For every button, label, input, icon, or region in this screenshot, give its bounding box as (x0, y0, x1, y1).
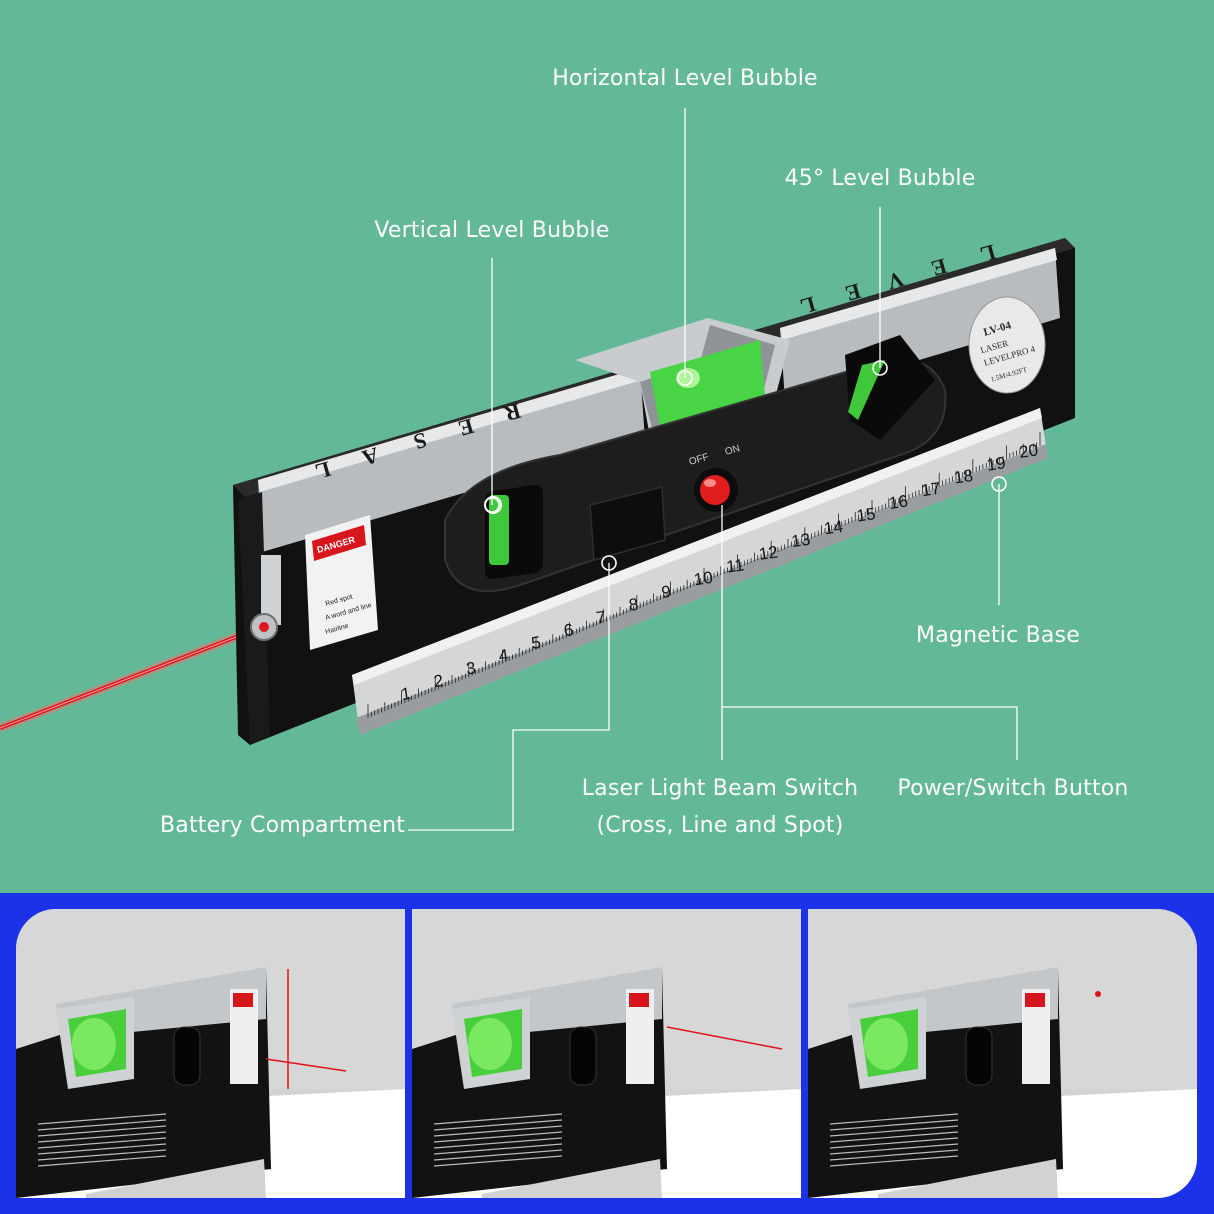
device-letter: E (843, 278, 864, 306)
device-letter: E (929, 253, 950, 281)
device-body (412, 969, 667, 1198)
ruler-ticks (367, 432, 1041, 718)
device-letter: L (313, 456, 334, 484)
device-letter: E (456, 413, 477, 441)
ruler-number: 6 (563, 620, 575, 640)
level-body (233, 238, 1075, 745)
callout-lines (408, 108, 1018, 831)
ruler-number: 18 (953, 466, 974, 487)
battery-label: Battery Compartment (160, 813, 406, 838)
mode-scene (16, 909, 405, 1198)
vertical-bubble-label: Vertical Level Bubble (374, 218, 610, 243)
mode-panel-spot (808, 909, 1197, 1198)
ruler-number: 8 (628, 595, 640, 615)
ruler-number: 16 (888, 491, 909, 512)
laser-cross-horizontal (265, 1058, 347, 1072)
ruler-number: 13 (790, 530, 811, 551)
laser-line (666, 1026, 783, 1050)
laser-switch-label: Laser Light Beam Switch (581, 776, 859, 801)
ruler-number: 7 (595, 607, 607, 627)
device-body (808, 969, 1063, 1198)
switch-on-label: ON (724, 443, 741, 458)
mode-panel-cross (16, 909, 405, 1198)
ruler-number: 1 (400, 684, 412, 704)
switch-off-label: OFF (688, 452, 710, 468)
ruler-number: 17 (920, 479, 941, 500)
device-letter: A (359, 442, 381, 470)
mode-scene (808, 909, 1197, 1198)
ruler-number: 12 (758, 542, 779, 563)
device-letter: V (884, 266, 906, 294)
ruler-number: 19 (985, 453, 1006, 474)
device-letter: L (978, 239, 999, 267)
laser-spot (1095, 991, 1101, 997)
mode-panel-line (412, 909, 801, 1198)
ruler-number: 11 (725, 555, 745, 576)
ruler-number: 5 (530, 633, 542, 653)
degree45-bubble-label: 45° Level Bubble (784, 166, 976, 191)
device-letter: L (798, 291, 819, 319)
ruler-number: 3 (465, 658, 477, 678)
ruler-number: 15 (855, 504, 876, 525)
magnetic-base-label: Magnetic Base (916, 623, 1080, 648)
horizontal-bubble-label: Horizontal Level Bubble (552, 66, 818, 91)
ruler-number: 10 (693, 568, 714, 589)
ruler-number: 2 (432, 671, 444, 691)
ruler-number: 20 (1018, 441, 1039, 462)
ruler-number: 4 (497, 646, 509, 666)
ruler-number: 14 (823, 517, 844, 538)
laser-switch-sublabel: (Cross, Line and Spot) (596, 813, 844, 838)
ruler-number: 9 (660, 582, 672, 602)
device-body (16, 969, 271, 1198)
power-button-label: Power/Switch Button (897, 776, 1129, 801)
mode-scene (412, 909, 801, 1198)
laser-beam (0, 622, 264, 733)
